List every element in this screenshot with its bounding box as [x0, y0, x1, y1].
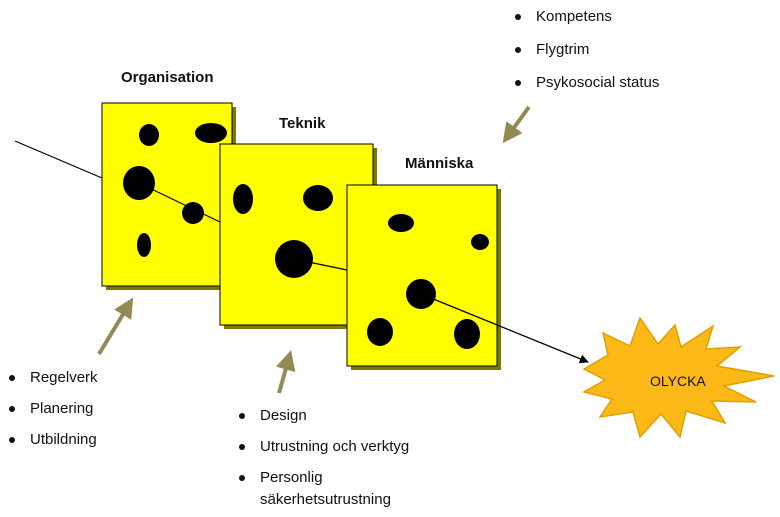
hole	[454, 319, 480, 349]
hole	[303, 185, 333, 211]
hole	[367, 318, 393, 346]
list-item: Personlig säkerhetsutrustning	[234, 469, 409, 509]
layer-title-manniska: Människa	[405, 156, 473, 171]
slice-manniska	[347, 185, 501, 370]
hole	[233, 184, 253, 214]
list-item: Kompetens	[510, 8, 659, 26]
list-item: Regelverk	[4, 369, 98, 387]
list-item: Design	[234, 407, 409, 425]
hole	[388, 214, 414, 232]
human-factors-list: Kompetens Flygtrim Psykosocial status	[510, 8, 659, 92]
list-item: Planering	[4, 400, 98, 418]
slice-organisation	[102, 103, 236, 290]
arrow-human-factors	[505, 107, 529, 140]
olycka-label: OLYCKA	[650, 374, 706, 388]
list-item: Utrustning och verktyg	[234, 438, 409, 456]
arrow-technical-factors	[279, 354, 290, 393]
hole	[195, 123, 227, 143]
layer-title-organisation: Organisation	[121, 70, 214, 85]
organisation-factors-list: Regelverk Planering Utbildning	[4, 369, 98, 449]
hole	[139, 124, 159, 146]
list-item: Utbildning	[4, 431, 98, 449]
layer-title-teknik: Teknik	[279, 116, 325, 131]
trajectory-line-entry	[15, 141, 102, 178]
hole	[137, 233, 151, 257]
arrow-organisation-factors	[99, 301, 131, 354]
list-item: Psykosocial status	[510, 74, 659, 92]
list-item: Flygtrim	[510, 41, 659, 59]
hole	[471, 234, 489, 250]
technical-factors-list: Design Utrustning och verktyg Personlig …	[234, 407, 409, 509]
